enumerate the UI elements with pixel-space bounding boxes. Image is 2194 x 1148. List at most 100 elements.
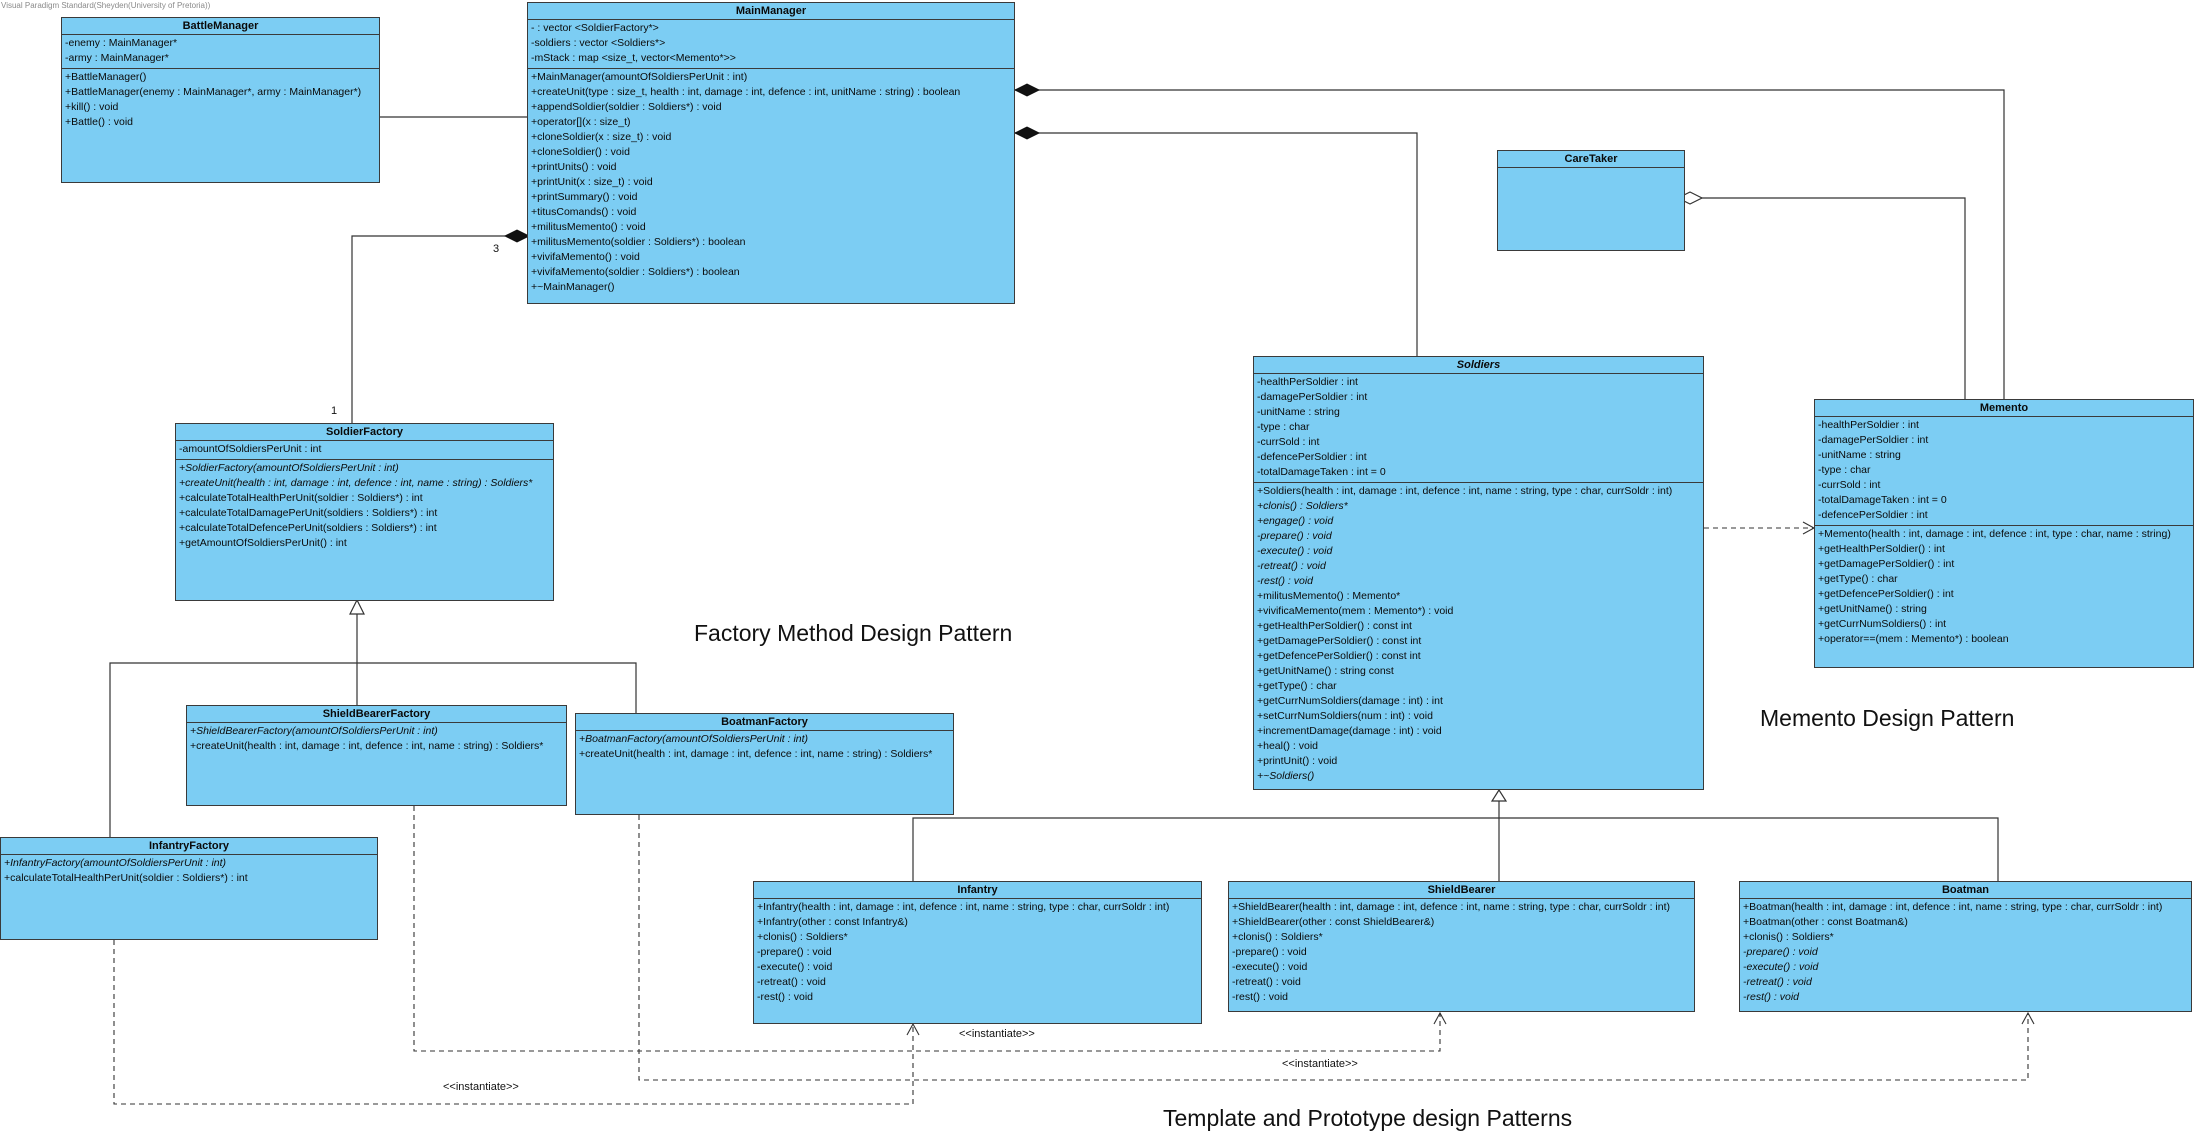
operation: +getUnitName() : string [1818,603,1927,615]
class-infantryfactory[interactable]: InfantryFactory +InfantryFactory(amountO… [0,837,378,940]
operation: +printUnit() : void [1257,755,1338,767]
operations-compartment: +SoldierFactory(amountOfSoldiersPerUnit … [176,460,553,553]
operation: -prepare() : void [1232,946,1307,958]
attributes-compartment: -healthPerSoldier : int -damagePerSoldie… [1815,417,2193,526]
operation: +getHealthPerSoldier() : const int [1257,620,1412,632]
operation: +createUnit(health : int, damage : int, … [179,477,533,489]
operation: +militusMemento(soldier : Soldiers*) : b… [531,236,746,248]
operation: -execute() : void [1232,961,1308,973]
operation: +BattleManager() [65,71,147,83]
operation: +printUnit(x : size_t) : void [531,176,653,188]
attributes-compartment: -amountOfSoldiersPerUnit : int [176,441,553,460]
class-name: Infantry [754,882,1201,899]
generalization-arrowhead-soldierfactory [349,598,365,615]
attribute: -currSold : int [1818,479,1881,491]
class-soldierfactory[interactable]: SoldierFactory -amountOfSoldiersPerUnit … [175,423,554,601]
attribute: - : vector <SoldierFactory*> [531,22,659,34]
operation: -execute() : void [1743,961,1819,973]
attribute: -mStack : map <size_t, vector<Memento*>> [531,52,736,64]
operation: +vivificaMemento(mem : Memento*) : void [1257,605,1454,617]
class-boatman[interactable]: Boatman +Boatman(health : int, damage : … [1739,881,2192,1012]
attribute: -amountOfSoldiersPerUnit : int [179,443,322,455]
class-infantry[interactable]: Infantry +Infantry(health : int, damage … [753,881,1202,1024]
operation: -execute() : void [757,961,833,973]
operation: +appendSoldier(soldier : Soldiers*) : vo… [531,101,722,113]
attribute: -type : char [1818,464,1871,476]
operation: -retreat() : void [1743,976,1812,988]
multiplicity-three: 3 [493,243,500,255]
class-name: MainManager [528,3,1014,20]
stereotype-instantiate-infantry: <<instantiate>> [959,1028,1035,1040]
operation: +Boatman(health : int, damage : int, def… [1743,901,2163,913]
dependency-shieldbearerfactory-shieldbearer [413,806,1447,1052]
class-name: BoatmanFactory [576,714,953,731]
operation: +clonis() : Soldiers* [1743,931,1834,943]
operation: -prepare() : void [757,946,832,958]
attributes-compartment: -healthPerSoldier : int -damagePerSoldie… [1254,374,1703,483]
operation: +calculateTotalHealthPerUnit(soldier : S… [4,872,248,884]
class-shieldbearer[interactable]: ShieldBearer +ShieldBearer(health : int,… [1228,881,1695,1012]
operation: +getDamagePerSoldier() : const int [1257,635,1422,647]
operation: +BoatmanFactory(amountOfSoldiersPerUnit … [579,733,809,745]
operation: +clonis() : Soldiers* [1232,931,1323,943]
generalization-arrowhead-soldiers [1490,788,1508,802]
class-battlemanager[interactable]: BattleManager -enemy : MainManager* -arm… [61,17,380,183]
operation: +createUnit(health : int, damage : int, … [579,748,933,760]
operation: +operator==(mem : Memento*) : boolean [1818,633,2009,645]
operation: +cloneSoldier() : void [531,146,630,158]
operation: -rest() : void [757,991,814,1003]
operation: +operator[](x : size_t) [531,116,631,128]
operation: +cloneSoldier(x : size_t) : void [531,131,672,143]
operation: +vivifaMemento() : void [531,251,640,263]
attribute: -defencePerSoldier : int [1257,451,1367,463]
operation: +BattleManager(enemy : MainManager*, arm… [65,86,362,98]
operation: +Infantry(other : const Infantry&) [757,916,908,928]
operation: +printSummary() : void [531,191,638,203]
operation: +militusMemento() : void [531,221,646,233]
operations-compartment: +Soldiers(health : int, damage : int, de… [1254,483,1703,786]
operation: +Battle() : void [65,116,133,128]
operation: +getType() : char [1257,680,1337,692]
attribute: -healthPerSoldier : int [1257,376,1358,388]
operation: +~MainManager() [531,281,615,293]
operation: +getHealthPerSoldier() : int [1818,543,1945,555]
class-shieldbearerfactory[interactable]: ShieldBearerFactory +ShieldBearerFactory… [186,705,567,806]
operations-compartment: +ShieldBearerFactory(amountOfSoldiersPer… [187,723,566,756]
operation: +getType() : char [1818,573,1898,585]
attribute: -totalDamageTaken : int = 0 [1257,466,1386,478]
operation: +createUnit(health : int, damage : int, … [190,740,544,752]
aggregation-caretaker-memento [1678,197,1966,399]
attribute: -totalDamageTaken : int = 0 [1818,494,1947,506]
operations-compartment: +BattleManager() +BattleManager(enemy : … [62,69,379,132]
class-name: ShieldBearer [1229,882,1694,899]
composition-diamond-soldierfactory [503,229,531,243]
class-soldiers[interactable]: Soldiers -healthPerSoldier : int -damage… [1253,356,1704,790]
class-mainmanager[interactable]: MainManager - : vector <SoldierFactory*>… [527,2,1015,304]
attribute: -army : MainManager* [65,52,169,64]
operations-compartment: +BoatmanFactory(amountOfSoldiersPerUnit … [576,731,953,764]
operation: +clonis() : Soldiers* [1257,500,1348,512]
operation: +titusComands() : void [531,206,637,218]
pattern-title-template-prototype: Template and Prototype design Patterns [1163,1105,1573,1131]
operation: -prepare() : void [1257,530,1332,542]
operation: -rest() : void [1257,575,1314,587]
operation: +calculateTotalHealthPerUnit(soldier : S… [179,492,423,504]
attribute: -damagePerSoldier : int [1818,434,1929,446]
operation: +getAmountOfSoldiersPerUnit() : int [179,537,347,549]
operation: +getCurrNumSoldiers(damage : int) : int [1257,695,1443,707]
attribute: -damagePerSoldier : int [1257,391,1368,403]
class-memento[interactable]: Memento -healthPerSoldier : int -damageP… [1814,399,2194,668]
class-name: Boatman [1740,882,2191,899]
class-name: Memento [1815,400,2193,417]
composition-diamond-memento [1013,83,1041,97]
attribute: -healthPerSoldier : int [1818,419,1919,431]
attribute: -soldiers : vector <Soldiers*> [531,37,666,49]
class-caretaker[interactable]: CareTaker [1497,150,1685,251]
attribute: -defencePerSoldier : int [1818,509,1928,521]
operation: +getDamagePerSoldier() : int [1818,558,1955,570]
class-name: ShieldBearerFactory [187,706,566,723]
operation: +getUnitName() : string const [1257,665,1394,677]
operation: +calculateTotalDamagePerUnit(soldiers : … [179,507,438,519]
class-boatmanfactory[interactable]: BoatmanFactory +BoatmanFactory(amountOfS… [575,713,954,815]
